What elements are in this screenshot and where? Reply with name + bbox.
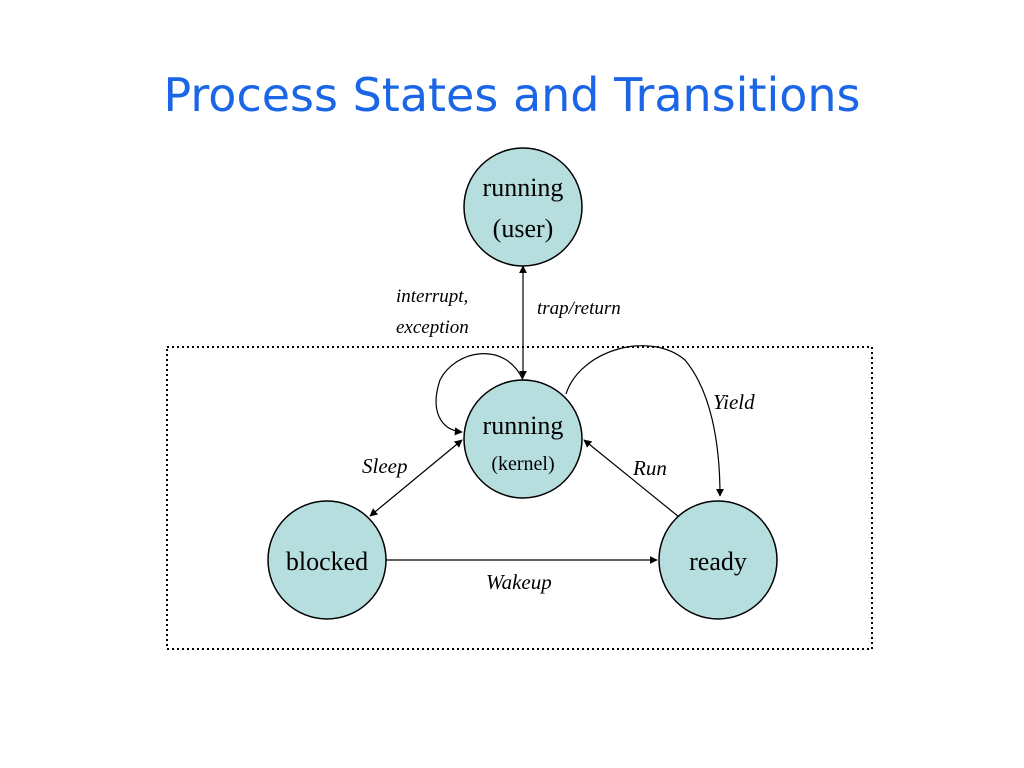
kernel-boundary [166, 346, 873, 650]
edge-interrupt-self-loop [435, 353, 524, 436]
label-sleep: Sleep [362, 454, 407, 478]
label-wakeup: Wakeup [486, 570, 552, 594]
label-yield: Yield [713, 390, 755, 414]
state-running-kernel-line1: running [483, 411, 564, 440]
state-running-user-line2: (user) [493, 214, 554, 243]
slide-title: Process States and Transitions [163, 68, 861, 122]
edge-sleep [369, 439, 463, 517]
label-interrupt: interrupt, [396, 286, 468, 307]
state-blocked-label: blocked [286, 547, 368, 576]
edge-yield [565, 345, 724, 497]
state-ready-label: ready [689, 547, 747, 576]
label-trap-return: trap/return [537, 298, 621, 319]
label-run: Run [632, 456, 667, 480]
state-running-user: running (user) [463, 147, 583, 267]
state-running-kernel: running (kernel) [463, 379, 583, 499]
state-blocked: blocked [267, 500, 387, 620]
state-running-user-line1: running [483, 173, 564, 202]
label-exception: exception [396, 317, 469, 338]
state-running-kernel-line2: (kernel) [491, 453, 554, 475]
edge-run [583, 439, 680, 518]
state-ready: ready [658, 500, 778, 620]
